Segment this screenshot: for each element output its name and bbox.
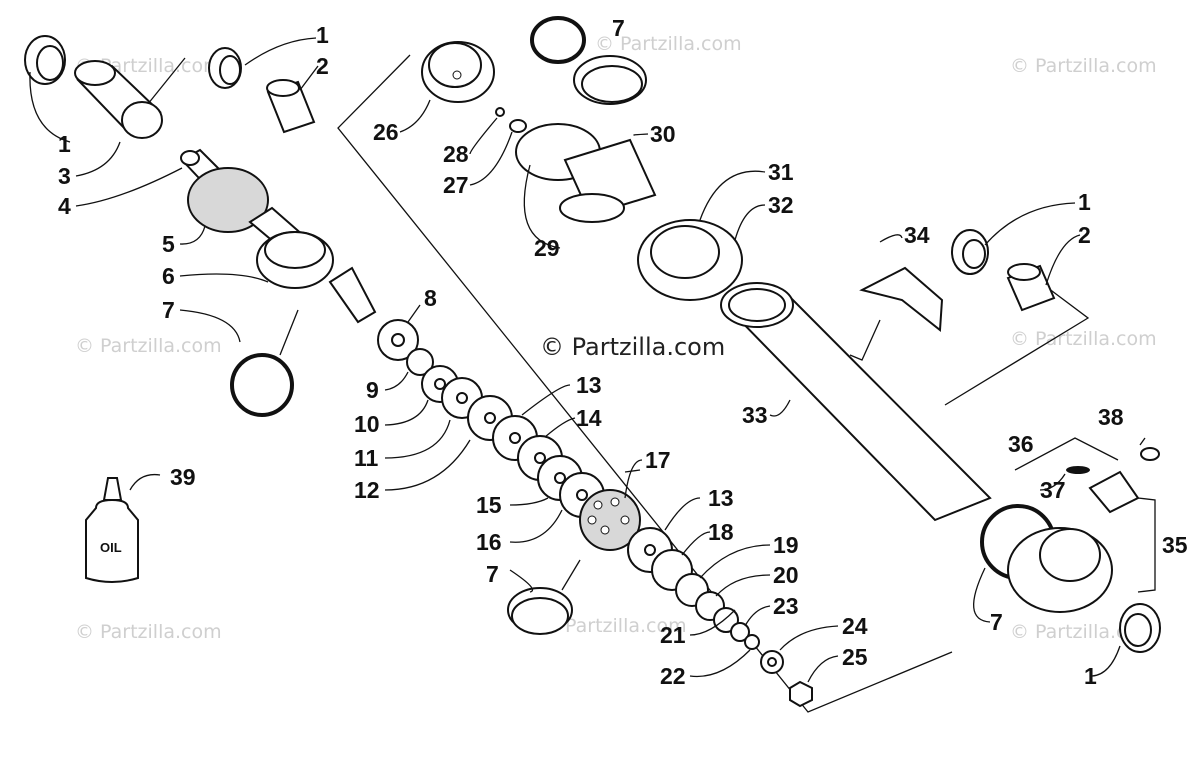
callout-label: 7 <box>162 297 175 323</box>
callout-label: 16 <box>476 529 502 555</box>
callout-label: 20 <box>773 562 799 588</box>
callout-label: 5 <box>162 231 175 257</box>
callout-labels: 1 2 1 3 4 5 6 7 7 26 28 27 30 29 31 32 8… <box>58 15 1188 689</box>
callout-label: 2 <box>316 53 329 79</box>
leader-lines <box>29 37 1146 683</box>
eyelet-cylinder-part <box>74 60 163 139</box>
callout-label: 35 <box>1162 532 1188 558</box>
callout-label: 39 <box>170 464 196 490</box>
cap-part <box>421 41 495 103</box>
wear-band-part <box>573 55 647 105</box>
nut-part <box>789 680 813 708</box>
valve-fitting-part <box>1088 470 1140 514</box>
callout-label: 2 <box>1078 222 1091 248</box>
watermark: © Partzilla.com <box>75 621 222 643</box>
callout-label: 4 <box>58 193 71 219</box>
callout-label: 23 <box>773 593 799 619</box>
valve-part <box>509 119 527 133</box>
callout-label: 1 <box>58 131 71 157</box>
callout-label: 8 <box>424 285 437 311</box>
assembly-bracket <box>1137 497 1156 593</box>
callout-label: 10 <box>354 411 380 437</box>
watermark: © Partzilla.com <box>540 615 687 637</box>
bushing-part <box>951 229 989 275</box>
assembly-bracket <box>337 54 953 713</box>
oil-bottle-part <box>85 477 139 583</box>
piston-part <box>579 489 641 551</box>
callout-label: 33 <box>742 402 768 428</box>
callout-label: 7 <box>990 609 1003 635</box>
wear-band-part <box>507 587 573 635</box>
callout-label: 29 <box>534 235 560 261</box>
callout-label: 19 <box>773 532 799 558</box>
callout-label: 1 <box>1078 189 1091 215</box>
bushing-part <box>208 47 242 89</box>
body-spring-part <box>720 282 992 522</box>
callout-label: 22 <box>660 663 686 689</box>
callout-label: 24 <box>842 613 868 639</box>
washer-stack <box>627 527 784 674</box>
watermark-main: © Partzilla.com <box>540 333 725 361</box>
callout-label: 15 <box>476 492 502 518</box>
spring-seat-part <box>515 123 657 223</box>
callout-label: 26 <box>373 119 399 145</box>
watermark: © Partzilla.com <box>75 335 222 357</box>
callout-label: 12 <box>354 477 380 503</box>
oil-bottle-label: OIL <box>100 540 122 555</box>
bushing-part <box>1119 603 1161 653</box>
callout-label: 9 <box>366 377 379 403</box>
callout-label: 14 <box>576 405 602 431</box>
bushing-part <box>24 35 66 85</box>
spring-clip-part <box>859 266 944 332</box>
seal-head-part <box>256 231 377 324</box>
callout-label: 37 <box>1040 477 1066 503</box>
callout-label: 18 <box>708 519 734 545</box>
callout-label: 1 <box>316 22 329 48</box>
callout-label: 7 <box>612 15 625 41</box>
callout-label: 13 <box>576 372 602 398</box>
callout-label: 11 <box>354 445 379 471</box>
o-ring-part <box>530 16 586 64</box>
callout-label: 7 <box>486 561 499 587</box>
callout-label: 31 <box>768 159 794 185</box>
assembly-bracket <box>1014 437 1119 471</box>
callout-label: 27 <box>443 172 469 198</box>
callout-label: 30 <box>650 121 676 147</box>
callout-label: 36 <box>1008 431 1034 457</box>
o-ring-part <box>1066 466 1090 474</box>
end-cap-part <box>1007 527 1113 613</box>
callout-label: 3 <box>58 163 71 189</box>
callout-label: 21 <box>660 622 686 648</box>
watermark: © Partzilla.com <box>1010 328 1157 350</box>
callout-label: 1 <box>1084 663 1097 689</box>
callout-label: 6 <box>162 263 175 289</box>
callout-label: 25 <box>842 644 868 670</box>
watermark: © Partzilla.com <box>1010 55 1157 77</box>
adjuster-nut-part <box>637 219 743 301</box>
callout-label: 13 <box>708 485 734 511</box>
o-ring-part <box>230 353 294 417</box>
callout-label: 34 <box>904 222 930 248</box>
bumper-part <box>187 167 269 233</box>
callout-label: 32 <box>768 192 794 218</box>
sleeve-part <box>266 79 316 134</box>
callout-label: 38 <box>1098 404 1124 430</box>
sleeve-part <box>1006 263 1056 312</box>
cap-screw-part <box>1140 447 1160 461</box>
assembly-bracket <box>944 281 1090 406</box>
callout-label: 17 <box>645 447 671 473</box>
watermark: © Partzilla.com <box>595 33 742 55</box>
clip-part <box>495 107 505 117</box>
callout-label: 28 <box>443 141 469 167</box>
